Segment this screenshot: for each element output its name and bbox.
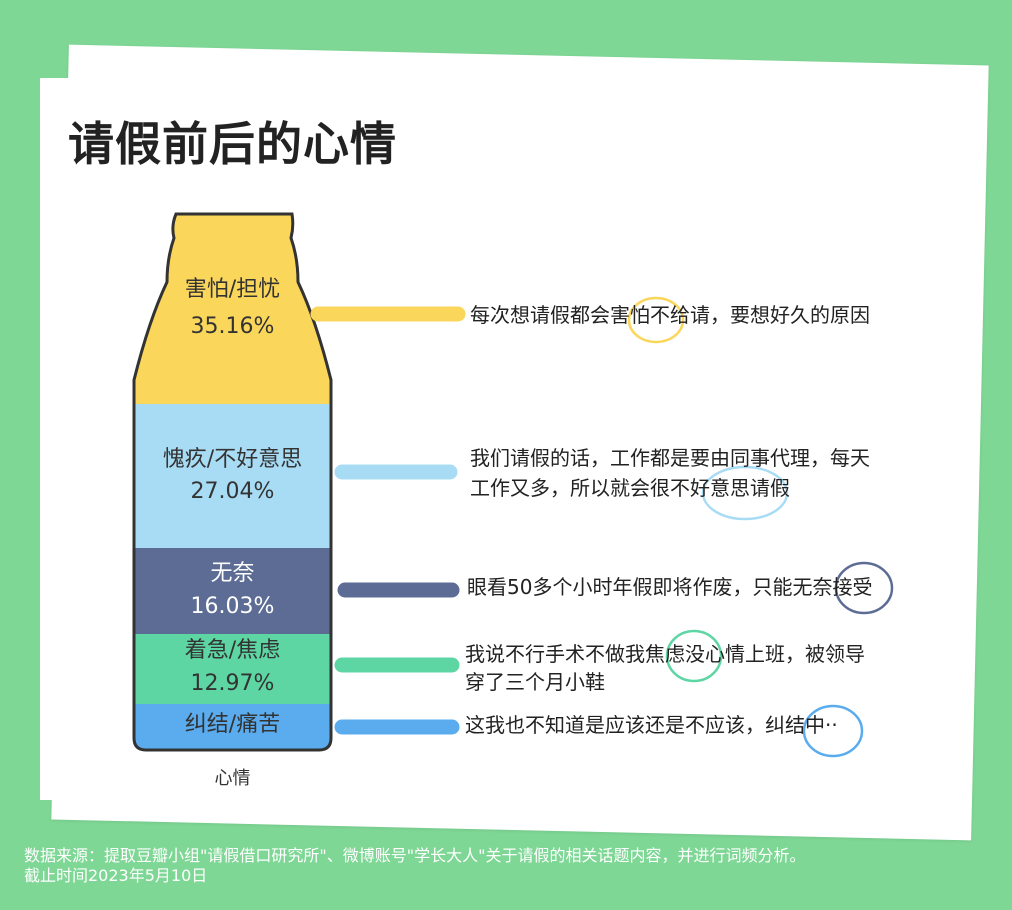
footer: 数据来源：提取豆瓣小组"请假借口研究所"、微博账号"学长大人"关于请假的相关话题…: [24, 846, 999, 886]
annotation-text: 穿了三个月小鞋: [465, 670, 605, 694]
bottle-outline: [132, 212, 333, 752]
data-source-note: 数据来源：提取豆瓣小组"请假借口研究所"、微博账号"学长大人"关于请假的相关话题…: [24, 846, 806, 865]
highlight-circle: [802, 704, 864, 758]
segment-category-label: 着急/焦虑: [185, 638, 280, 663]
bottle-segment-2: [134, 404, 331, 548]
annotation-text: 工作又多，所以就会很不好意思请假: [470, 476, 790, 500]
segment-value-label: 35.16%: [191, 314, 275, 339]
cutoff-date-note: 截止时间2023年5月10日: [24, 866, 208, 885]
annotation-text: 这我也不知道是应该还是不应该，纠结中··: [465, 713, 838, 737]
highlight-circle: [665, 629, 723, 683]
annotation-text: 我们请假的话，工作都是要由同事代理，每天: [470, 446, 870, 470]
annotation-text: 我说不行手术不做我焦虑没心情上班，被领导: [465, 642, 865, 666]
bottle-segment-3: [134, 548, 331, 634]
annotation-text: 眼看50多个小时年假即将作废，只能无奈接受: [467, 575, 872, 599]
bottle-segments: [134, 214, 331, 750]
segment-value-label: 27.04%: [191, 479, 275, 504]
highlight-circle: [627, 296, 685, 344]
bottle-segment-4: [134, 634, 331, 704]
highlight-circle: [834, 561, 894, 615]
chart-title: 请假前后的心情: [68, 117, 397, 171]
segment-category-label: 害怕/担忧: [185, 277, 280, 302]
highlight-circle: [701, 465, 789, 521]
segment-category-label: 愧疚/不好意思: [163, 447, 302, 472]
bottle-segment-1: [134, 214, 331, 404]
bottle-segment-5: [134, 704, 331, 750]
segment-value-label: 12.97%: [191, 671, 275, 696]
annotation-text: 每次想请假都会害怕不给请，要想好久的原因: [470, 303, 870, 327]
x-axis-label: 心情: [215, 768, 251, 789]
segment-category-label: 纠结/痛苦: [185, 712, 280, 737]
segment-value-label: 16.03%: [191, 594, 275, 619]
segment-category-label: 无奈: [210, 561, 254, 586]
